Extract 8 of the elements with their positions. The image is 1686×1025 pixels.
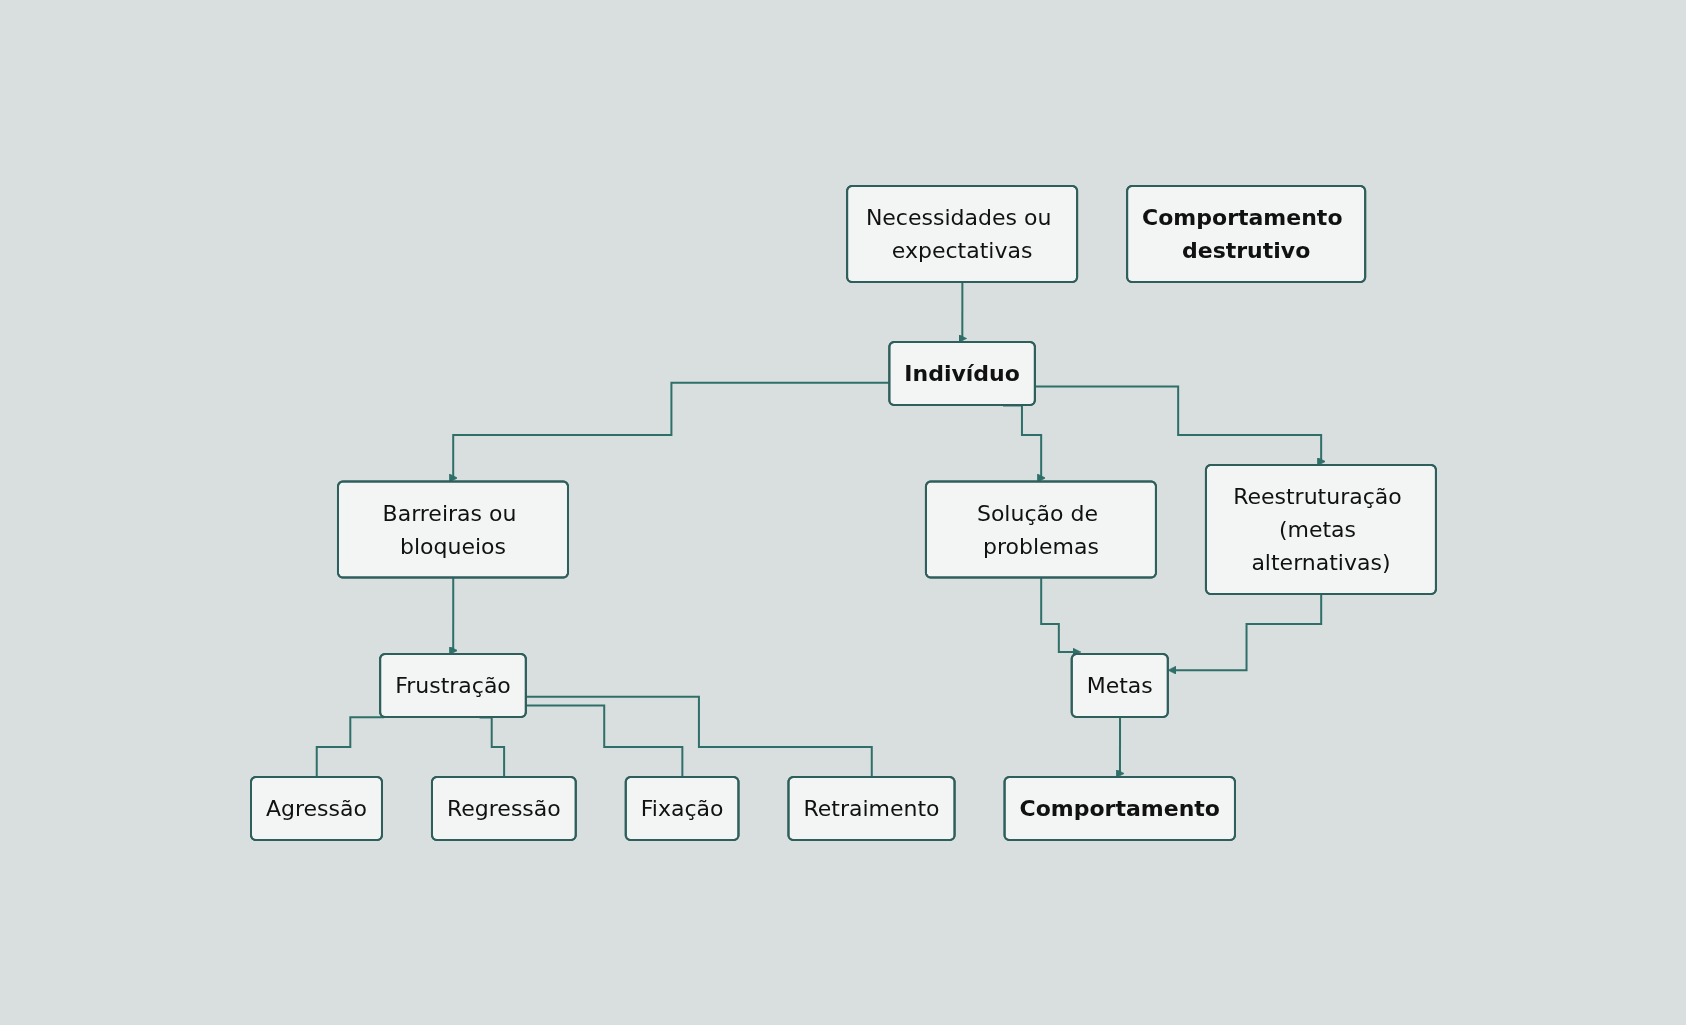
- arrow: [1039, 576, 1081, 656]
- arrow: [957, 281, 967, 343]
- connector: [478, 716, 505, 778]
- arrow: [1001, 404, 1046, 482]
- arrow: [448, 576, 458, 655]
- arrow: [1115, 716, 1125, 778]
- connector: [315, 715, 385, 778]
- arrow: [1167, 593, 1322, 675]
